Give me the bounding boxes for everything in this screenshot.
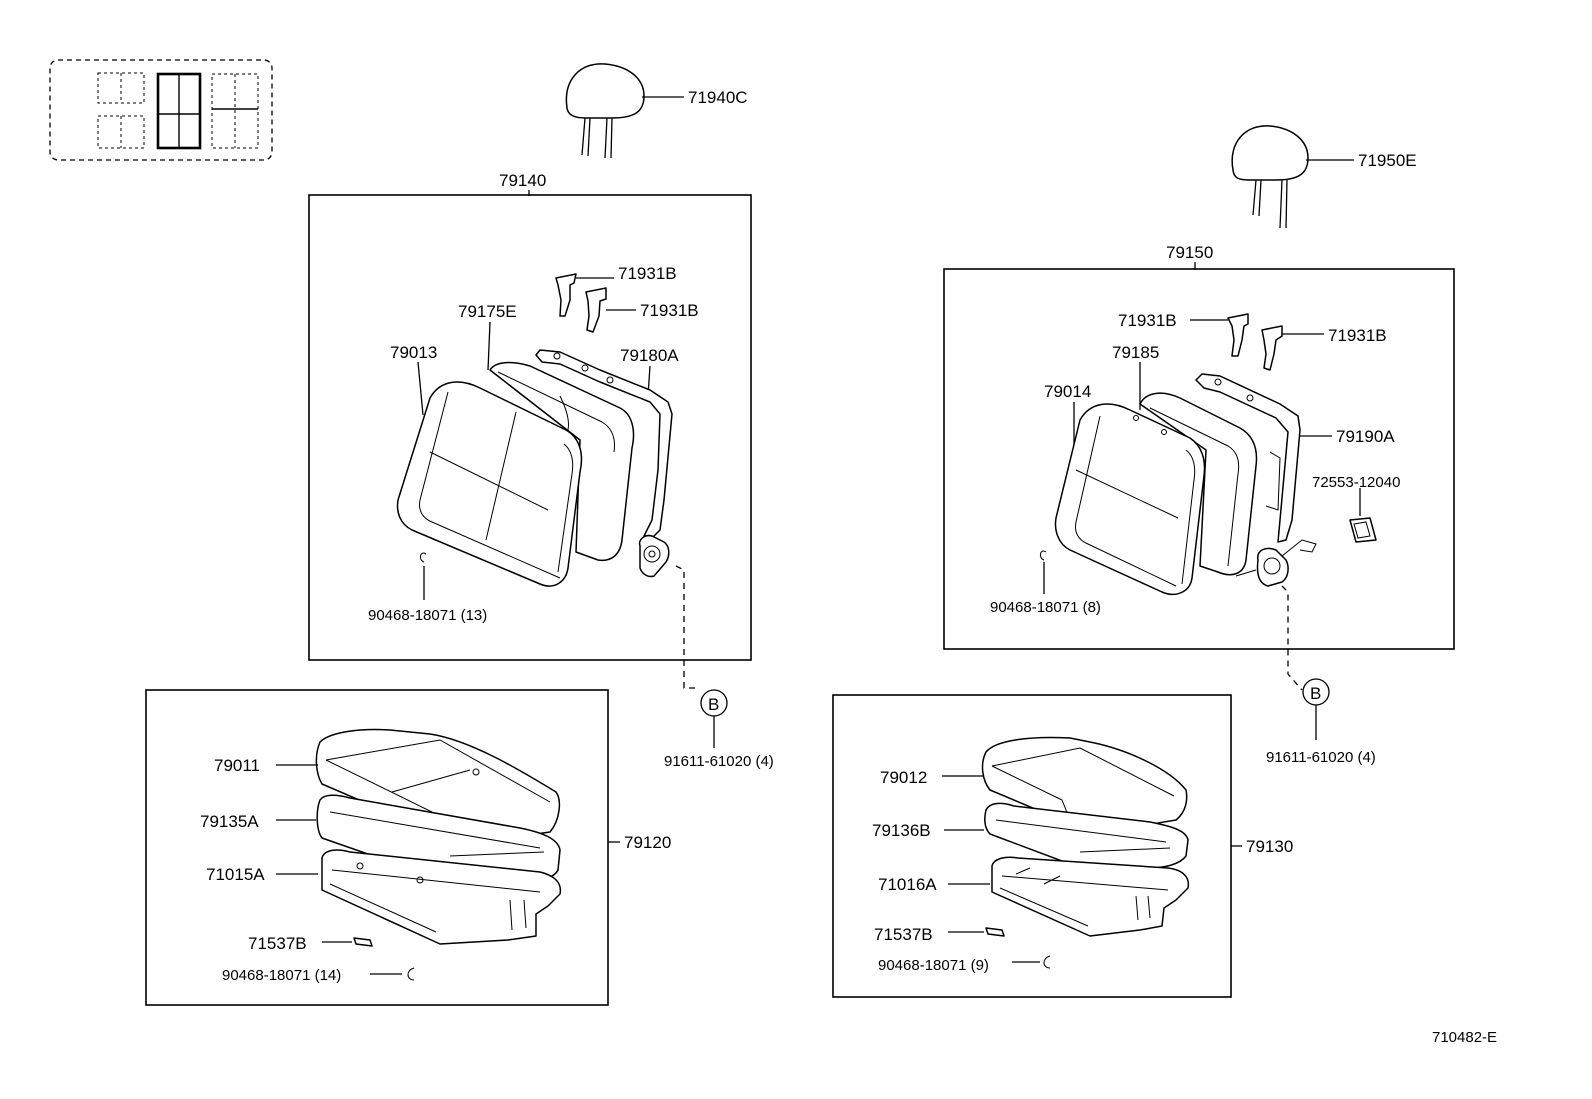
callout-b-right: B <box>1310 684 1321 703</box>
label-cushion-pad-left: 79135A <box>200 812 259 831</box>
hog-ring-icon-right <box>1039 550 1047 561</box>
label-back-frame-left: 79180A <box>620 346 679 365</box>
label-support-left-2: 71931B <box>640 301 699 320</box>
label-back-cover-right: 79185 <box>1112 343 1159 362</box>
headrest-left[interactable] <box>565 63 684 159</box>
seatback-cover-left[interactable] <box>489 361 635 562</box>
label-cushion-frame-right: 71016A <box>878 875 937 894</box>
seatback-pad-left[interactable] <box>396 381 583 587</box>
label-headrest-right: 71950E <box>1358 151 1417 170</box>
seatback-cover-right[interactable] <box>1139 392 1258 576</box>
hog-ring-cushion-icon-right <box>1043 955 1051 969</box>
label-headrest-left: 71940C <box>688 88 748 107</box>
recliner-mechanism-left[interactable] <box>638 534 670 578</box>
recliner-bezel-right[interactable] <box>1349 517 1377 543</box>
label-cushion-hogring-right: 90468-18071 (9) <box>878 957 989 974</box>
label-back-hogring-right: 90468-18071 (8) <box>990 599 1101 616</box>
label-back-pad-right: 79014 <box>1044 382 1091 401</box>
back-assembly-box-right <box>943 268 1455 650</box>
label-cushion-assembly-left: 79120 <box>624 833 671 852</box>
label-cushion-pin-right: 71537B <box>874 925 933 944</box>
cushion-frame-left[interactable] <box>321 849 562 945</box>
label-support-right-1: 71931B <box>1118 311 1177 330</box>
headrest-support-left-1[interactable] <box>555 273 614 317</box>
label-bolt-right: 91611-61020 (4) <box>1266 749 1376 766</box>
label-bolt-left: 91611-61020 (4) <box>664 753 774 770</box>
label-bezel-right: 72553-12040 <box>1312 474 1400 491</box>
back-assembly-box-left <box>308 194 752 661</box>
pin-icon-left <box>353 937 373 947</box>
seatback-frame-right[interactable] <box>1195 373 1301 543</box>
label-cushion-cover-right: 79012 <box>880 768 927 787</box>
label-back-cover-left: 79175E <box>458 302 517 321</box>
label-cushion-frame-left: 71015A <box>206 865 265 884</box>
label-cushion-pin-left: 71537B <box>248 934 307 953</box>
headrest-support-right-2[interactable] <box>1261 325 1324 371</box>
hog-ring-cushion-icon-left <box>407 967 415 981</box>
cushion-cover-right[interactable] <box>981 736 1188 837</box>
label-back-frame-right: 79190A <box>1336 427 1395 446</box>
label-back-pad-left: 79013 <box>390 343 437 362</box>
label-back-assembly-right: 79150 <box>1166 243 1213 262</box>
figure-code: 710482-E <box>1432 1029 1497 1046</box>
cushion-assembly-box-left <box>145 689 609 1006</box>
label-cushion-pad-right: 79136B <box>872 821 931 840</box>
cushion-pad-left[interactable] <box>316 794 561 885</box>
pin-icon-right <box>985 927 1005 937</box>
headrest-support-left-2[interactable] <box>585 287 636 333</box>
hog-ring-icon-left <box>419 552 427 563</box>
seat-locator-inset <box>49 59 273 161</box>
cushion-frame-right[interactable] <box>991 856 1190 937</box>
label-cushion-assembly-right: 79130 <box>1246 837 1293 856</box>
headrest-right[interactable] <box>1231 125 1354 229</box>
cushion-cover-left[interactable] <box>315 728 561 847</box>
callout-b-left: B <box>708 695 719 714</box>
cushion-pad-right[interactable] <box>984 802 1189 871</box>
label-cushion-hogring-left: 90468-18071 (14) <box>222 967 341 984</box>
headrest-support-right-1[interactable] <box>1190 313 1249 357</box>
label-back-hogring-left: 90468-18071 (13) <box>368 607 487 624</box>
label-back-assembly-left: 79140 <box>499 171 546 190</box>
label-support-right-2: 71931B <box>1328 326 1387 345</box>
seatback-pad-right[interactable] <box>1054 403 1206 596</box>
recliner-mechanism-right[interactable] <box>1235 539 1317 587</box>
label-cushion-cover-left: 79011 <box>214 756 260 775</box>
label-support-left-1: 71931B <box>618 264 677 283</box>
